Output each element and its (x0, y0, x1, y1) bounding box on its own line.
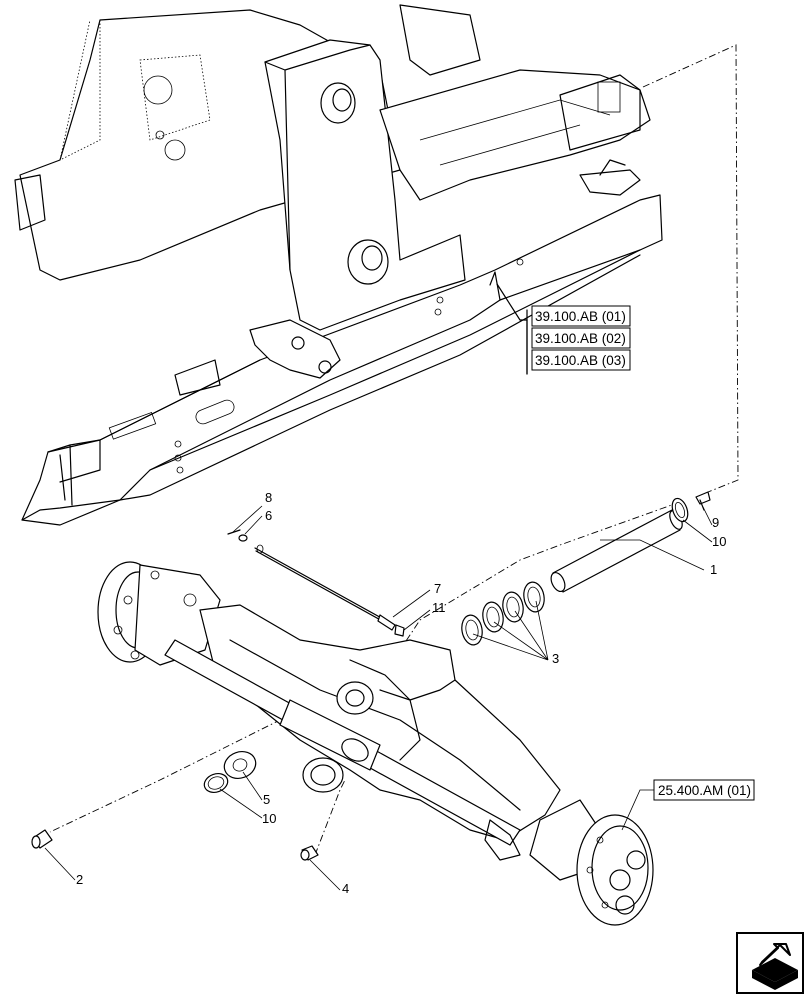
callout-11: 11 (432, 600, 446, 615)
axle-pivot-pin[interactable] (548, 509, 684, 594)
callout-10-upper: 10 (712, 534, 726, 549)
ref-box-39-01[interactable]: 39.100.AB (01) (531, 305, 631, 327)
next-page-arrow-icon[interactable] (736, 932, 804, 994)
grease-fitting-4[interactable] (300, 845, 319, 861)
ref-box-39-03[interactable]: 39.100.AB (03) (531, 349, 631, 371)
callout-5: 5 (263, 792, 270, 807)
callout-9: 9 (712, 515, 719, 530)
ref-label-39-01: 39.100.AB (01) (535, 309, 626, 324)
ref-label-25-01: 25.400.AM (01) (658, 783, 751, 798)
ref-box-39-02[interactable]: 39.100.AB (02) (531, 327, 631, 349)
grease-fitting-2[interactable] (31, 829, 53, 849)
ref-label-39-02: 39.100.AB (02) (535, 331, 626, 346)
callout-10-lower: 10 (262, 811, 276, 826)
shim-washers[interactable] (460, 580, 547, 646)
ref-box-25-01[interactable]: 25.400.AM (01) (653, 779, 755, 801)
callout-2: 2 (76, 872, 83, 887)
callout-4: 4 (342, 881, 349, 896)
ref-label-39-03: 39.100.AB (03) (535, 353, 626, 368)
callout-numbers: 1 2 3 4 5 6 7 8 9 10 10 11 (76, 490, 726, 896)
front-axle (97, 561, 654, 926)
callout-6: 6 (265, 508, 272, 523)
reference-group-39 (496, 283, 528, 375)
callout-7: 7 (434, 581, 441, 596)
callout-1: 1 (710, 562, 717, 577)
leader-lines (44, 505, 713, 891)
thrust-washer[interactable] (221, 747, 260, 782)
chassis-frame (14, 4, 663, 526)
callout-8: 8 (265, 490, 272, 505)
grease-line-assembly[interactable] (227, 529, 405, 637)
callout-3: 3 (552, 651, 559, 666)
retaining-ring-lower[interactable] (202, 770, 231, 795)
